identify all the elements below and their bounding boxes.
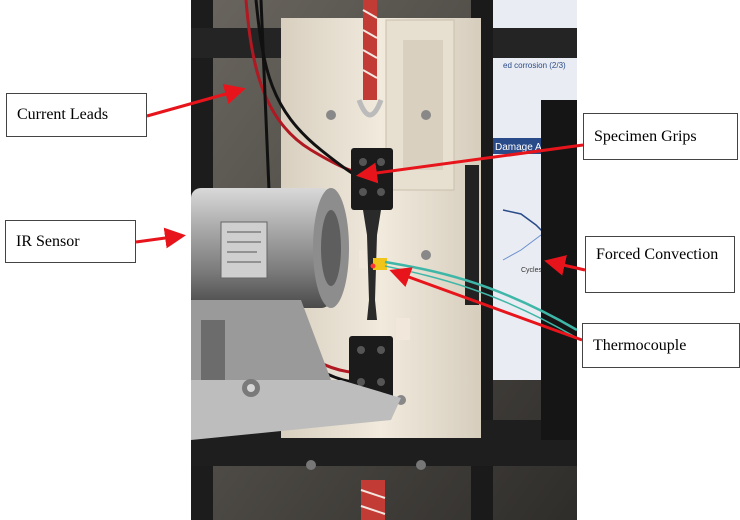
upper-grip: [351, 148, 393, 210]
sensor-mount: [191, 300, 401, 440]
ir-sensor-body: [191, 188, 349, 308]
label-forced-convection: Forced Convection: [585, 236, 735, 293]
label-thermocouple: Thermocouple: [582, 323, 740, 368]
poster-axis-label: Cycles: [521, 267, 543, 274]
poster-subtitle: ed corrosion (2/3): [503, 61, 566, 70]
label-specimen-grips: Specimen Grips: [583, 113, 738, 160]
lower-cable: [360, 480, 386, 520]
label-current-leads: Current Leads: [6, 93, 147, 137]
test-rig-illustration: Damage Acc ed corrosion (2/3) Cycles: [191, 0, 577, 520]
test-rig-photo: Damage Acc ed corrosion (2/3) Cycles: [191, 0, 577, 520]
load-cable: [356, 0, 384, 118]
label-ir-sensor: IR Sensor: [5, 220, 136, 263]
arrow-ir-sensor: [135, 227, 186, 249]
